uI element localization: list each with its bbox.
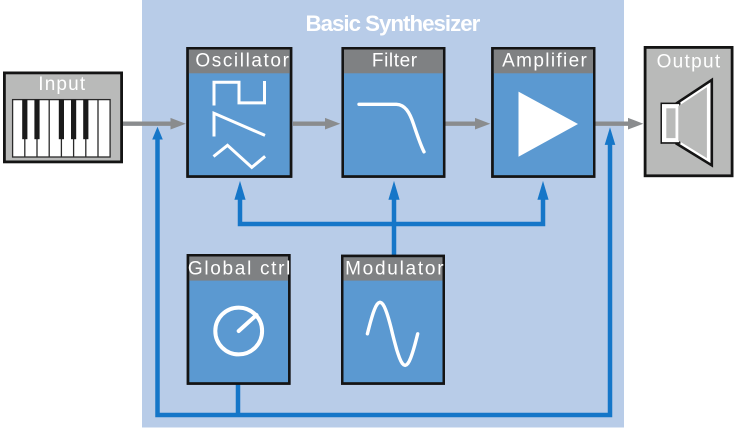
svg-text:Amplifier: Amplifier — [502, 51, 588, 72]
svg-text:Filter: Filter — [372, 51, 418, 72]
svg-text:Basic Synthesizer: Basic Synthesizer — [305, 11, 480, 36]
svg-text:Global ctrl: Global ctrl — [188, 258, 292, 279]
svg-text:Oscillator: Oscillator — [195, 51, 290, 72]
svg-text:Input: Input — [38, 74, 86, 95]
svg-text:Output: Output — [657, 51, 722, 72]
svg-text:Modulator: Modulator — [345, 258, 445, 279]
